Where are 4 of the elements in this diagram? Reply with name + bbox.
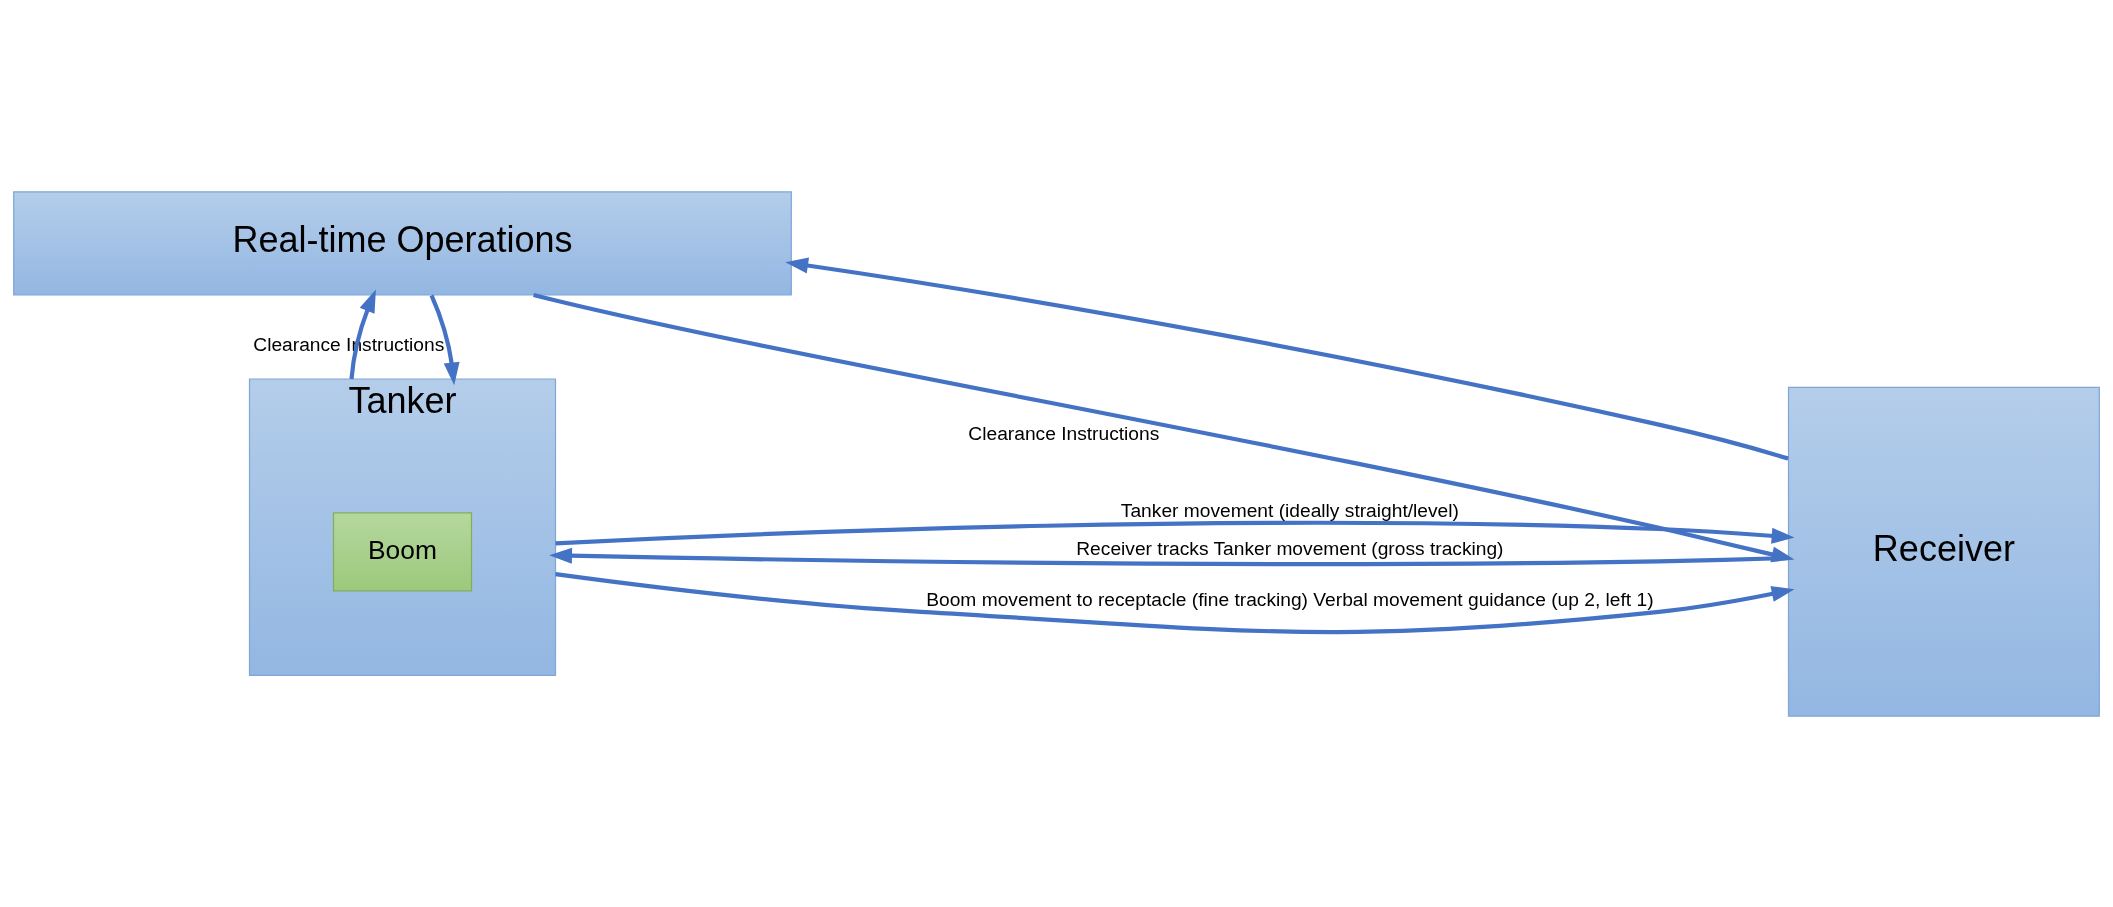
edge-label: Boom movement to receptacle (fine tracking) Verbal movement guidance (up 2, left 1) xyxy=(926,588,1654,610)
edge-label: Clearance Instructions xyxy=(968,422,1160,444)
edge-label: Tanker movement (ideally straight/level) xyxy=(1120,499,1459,521)
edge-label: Receiver tracks Tanker movement (gross tracking) xyxy=(1076,537,1504,559)
